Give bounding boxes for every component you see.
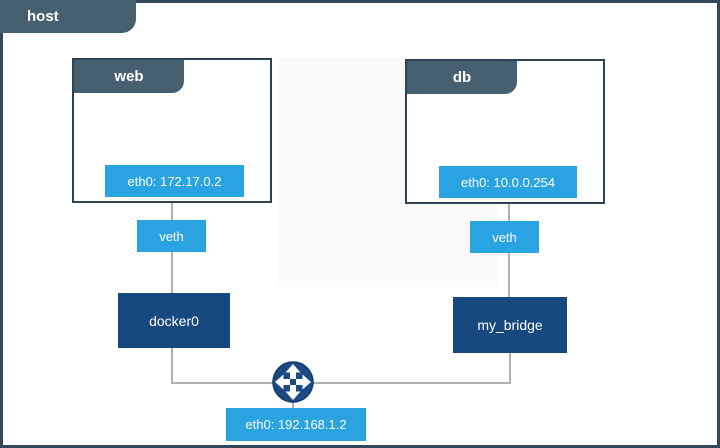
connector-db-to-veth <box>508 202 510 221</box>
connector-veth-to-docker0 <box>171 252 173 293</box>
host-label-tab: host <box>0 0 136 33</box>
router-arrows-icon <box>271 360 315 404</box>
connector-docker0-to-bus <box>171 348 173 384</box>
container-web: web eth0: 172.17.0.2 <box>72 58 272 203</box>
connector-veth-to-mybridge <box>508 253 510 297</box>
db-veth-node: veth <box>470 221 539 253</box>
connector-web-to-veth <box>171 201 173 220</box>
web-veth-node: veth <box>137 220 206 252</box>
host-eth-interface: eth0: 192.168.1.2 <box>226 408 366 441</box>
my-bridge-node: my_bridge <box>453 297 567 353</box>
docker0-bridge-node: docker0 <box>118 293 230 348</box>
db-eth-interface: eth0: 10.0.0.254 <box>439 166 577 198</box>
container-db: db eth0: 10.0.0.254 <box>405 59 605 204</box>
connector-mybridge-to-bus <box>509 353 511 384</box>
web-eth-interface: eth0: 172.17.0.2 <box>105 165 244 197</box>
connector-bus-horizontal <box>171 382 511 384</box>
container-web-title: web <box>74 60 184 93</box>
container-db-title: db <box>407 61 517 94</box>
